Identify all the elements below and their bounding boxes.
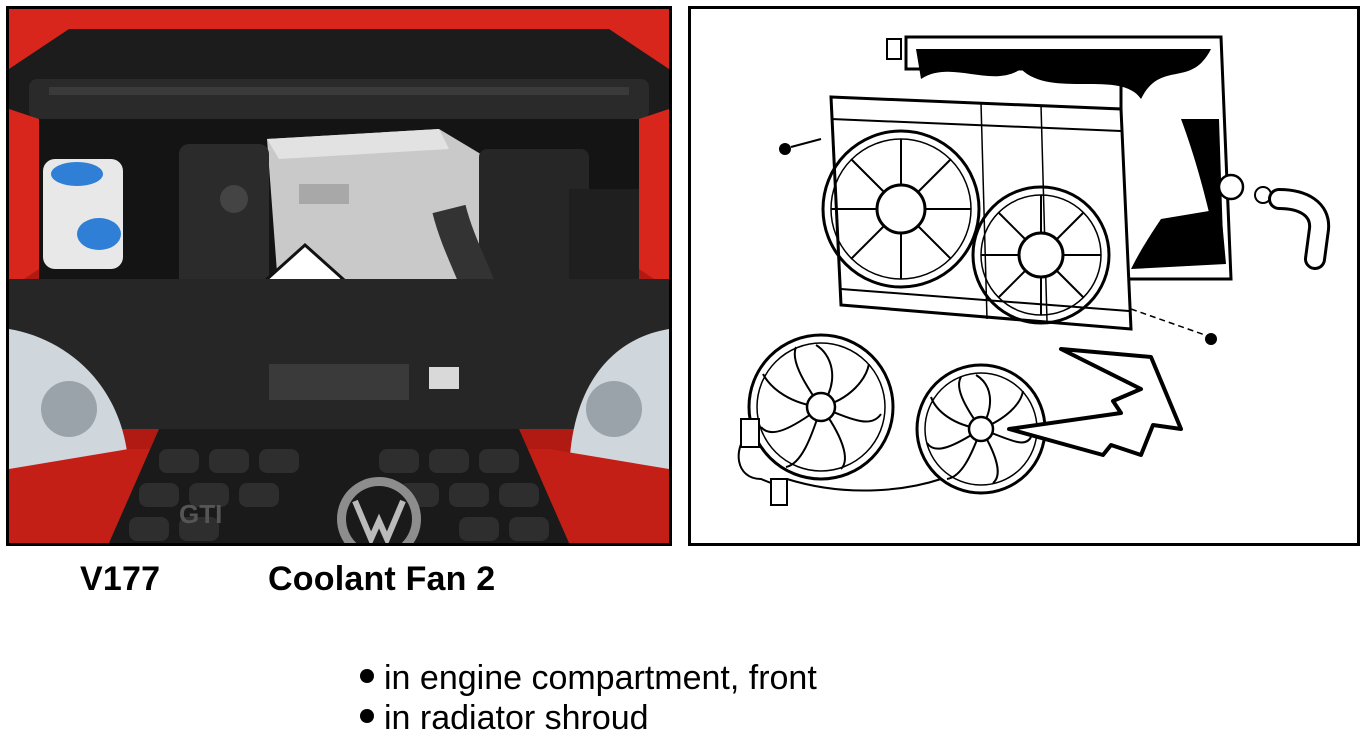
wiring-harness [737,418,942,506]
component-name: Coolant Fan 2 [268,560,496,598]
fan-shroud [821,95,1133,331]
exploded-diagram [737,35,1331,506]
arrow-icon [1007,347,1183,457]
component-code: V177 [80,560,161,598]
list-item: in engine compartment, front [360,658,817,698]
bullet-icon [360,669,374,683]
bullet-icon [360,709,374,723]
location-text: in radiator shroud [384,699,649,737]
washer-cap [51,162,103,186]
engine-compartment-photo: GTI [6,6,672,546]
radiator-fan-diagram [688,6,1360,546]
engine-photo-illustration: GTI [9,9,669,543]
coolant-hose [1254,186,1331,270]
location-list: in engine compartment, front in radiator… [360,658,817,738]
fan-blade [747,333,895,481]
vw-logo-icon [337,477,421,543]
coolant-fan-2 [915,363,1047,495]
location-text: in engine compartment, front [384,659,817,697]
list-item: in radiator shroud [360,698,817,738]
gti-badge: GTI [179,499,222,529]
